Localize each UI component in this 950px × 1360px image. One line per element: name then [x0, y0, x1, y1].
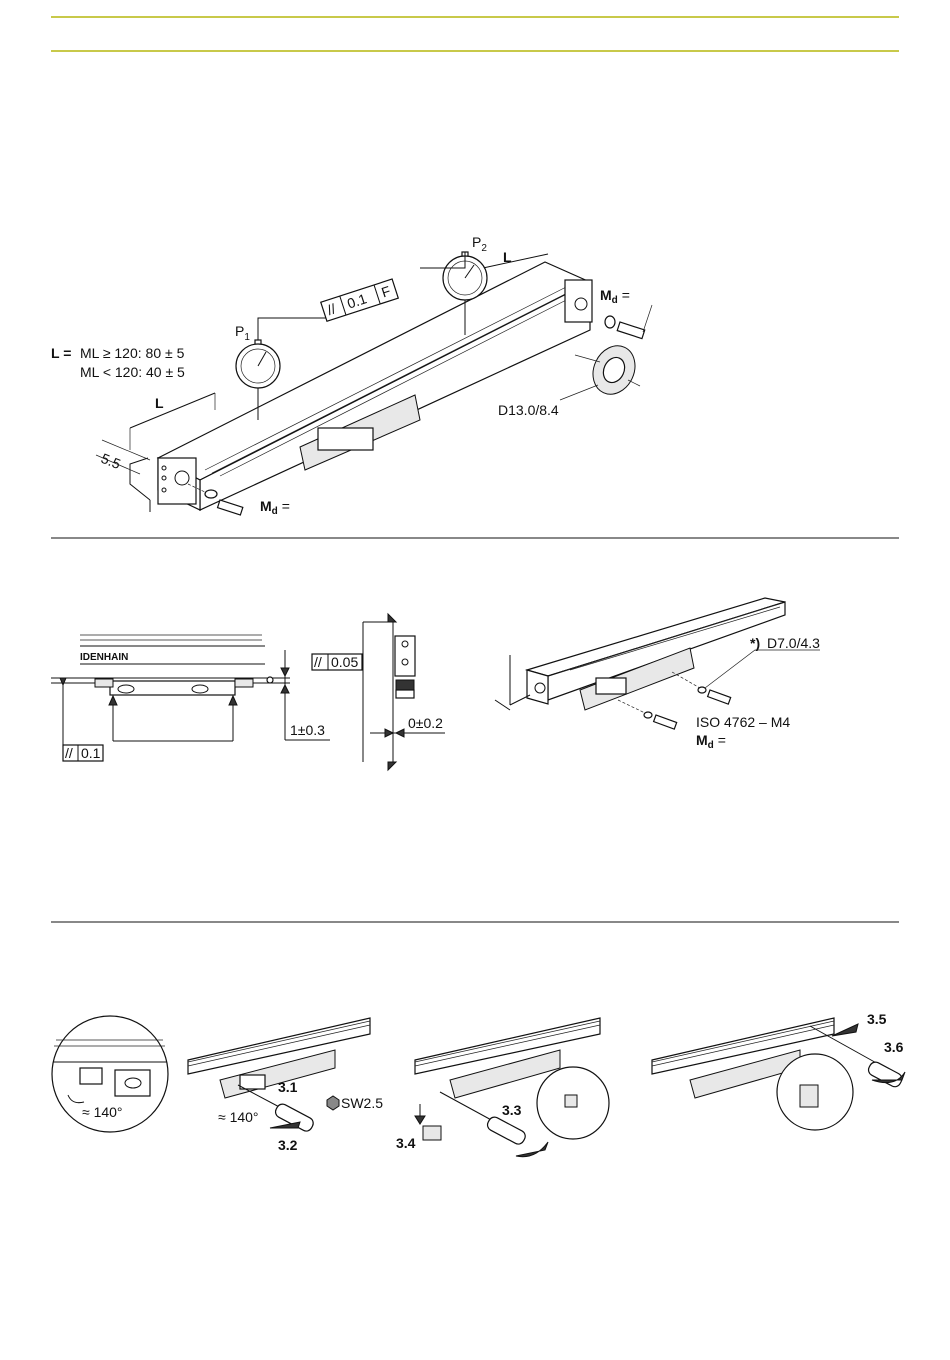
figure-3-step-3-5: 3.5 3.6 [652, 1011, 905, 1130]
hex-icon [327, 1096, 339, 1110]
tol-sym-0-1: // [65, 745, 73, 761]
angle-140-a: ≈ 140° [82, 1104, 123, 1120]
dim-0-0-2: 0±0.2 [408, 715, 443, 731]
md-left: Md= [260, 498, 290, 517]
tol-value-0-1: 0.1 [81, 745, 101, 761]
ml-lt-note: ML < 120: 40 ± 5 [80, 364, 185, 380]
md-right: Md= [600, 287, 630, 306]
figure-3-detail-circle: ≈ 140° [52, 1016, 168, 1132]
step-3-1: 3.1 [278, 1079, 298, 1095]
figure-2-right-perspective: *) D7.0/4.3 ISO 4762 – M4 Md= [495, 598, 820, 751]
step-3-6: 3.6 [884, 1039, 904, 1055]
screw-iso4762: ISO 4762 – M4 [696, 714, 790, 730]
angle-140-b: ≈ 140° [218, 1109, 259, 1125]
tol-value-0-05: 0.05 [331, 654, 358, 670]
p1-label: P1 [235, 323, 250, 343]
step-3-3: 3.3 [502, 1102, 522, 1118]
L-eq-label: L = [51, 345, 71, 361]
step-3-5: 3.5 [867, 1011, 887, 1027]
md-fig2: Md= [696, 732, 726, 751]
tolerance-frame-fig1: // 0.1 F [321, 279, 399, 321]
large-washer [560, 339, 643, 401]
dim-L-left: L [155, 395, 164, 411]
dim-5-5: 5.5 [99, 450, 123, 472]
star-note: *) [750, 635, 760, 651]
p2-label: P2 [472, 234, 487, 254]
figure-1-alignment: 5.5 L L P1 P2 [51, 234, 652, 517]
washer-d7: D7.0/4.3 [767, 635, 820, 651]
sw-2-5: SW2.5 [341, 1095, 383, 1111]
figure-3-step-3-1: 3.1 3.2 SW2.5 ≈ 140° [188, 1018, 383, 1153]
brand-idenhain: IDENHAIN [80, 652, 128, 663]
step-3-4: 3.4 [396, 1135, 416, 1151]
figure-2-middle-end-view: // 0.05 0±0.2 [312, 614, 445, 770]
tol-sym-0-05: // [314, 654, 322, 670]
step-3-2: 3.2 [278, 1137, 298, 1153]
dim-1-0-3: 1±0.3 [290, 722, 325, 738]
dim-L-right: L [503, 249, 512, 265]
ml-ge-note: ML ≥ 120: 80 ± 5 [80, 345, 185, 361]
figure-2-left-side-view: IDENHAIN // 0.1 1±0.3 [51, 635, 330, 761]
figure-3-step-3-3: 3.3 3.4 [396, 1018, 609, 1157]
washer-d13: D13.0/8.4 [498, 402, 559, 418]
